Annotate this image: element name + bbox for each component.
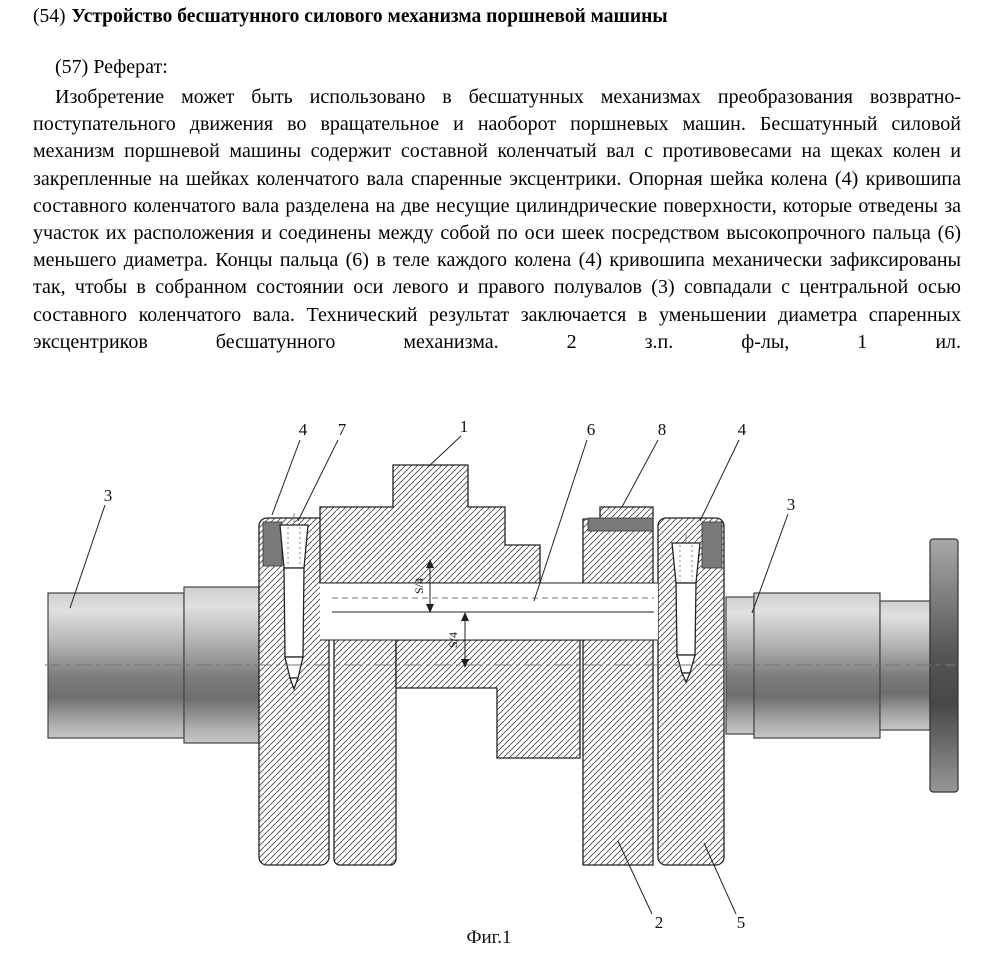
dimension-upper-label: S/4 bbox=[412, 578, 426, 594]
leader-3-right bbox=[751, 513, 789, 614]
dimension-lower: S/4 bbox=[446, 612, 469, 668]
abstract-heading: (57) Реферат: bbox=[55, 56, 168, 78]
eccentric-dark-side-right bbox=[701, 521, 723, 569]
reference-numerals: 4 7 1 6 8 4 3 3 2 5 bbox=[104, 417, 796, 932]
pin-right-head bbox=[671, 542, 701, 584]
dimension-lower-arrow-bottom bbox=[461, 659, 469, 668]
taper-pin-right bbox=[671, 533, 701, 687]
figure-caption: Фиг.1 bbox=[466, 927, 511, 948]
leader-lines bbox=[69, 435, 789, 915]
abstract-body-text: Изобретение может быть использовано в бе… bbox=[33, 86, 961, 353]
dimension-upper-arrow-bottom bbox=[426, 604, 434, 613]
ref-label-3-right: 3 bbox=[787, 495, 796, 514]
pin-left-head-hidden-lines bbox=[287, 527, 301, 565]
leader-4-right bbox=[699, 439, 740, 522]
inid-code-54: (54) bbox=[33, 6, 66, 27]
leader-3-left bbox=[69, 504, 106, 609]
eccentric-dark-cap-right bbox=[587, 517, 654, 532]
ref-label-2: 2 bbox=[655, 913, 664, 932]
leader-4-left bbox=[271, 439, 301, 516]
pin-left-tip bbox=[289, 677, 299, 691]
ref-label-4-right: 4 bbox=[738, 420, 747, 439]
ref-label-1: 1 bbox=[460, 417, 469, 436]
eccentric-dark-side-left bbox=[262, 521, 283, 567]
ref-label-3-left: 3 bbox=[104, 486, 113, 505]
ref-label-6: 6 bbox=[587, 420, 596, 439]
pin-left-shaft bbox=[283, 567, 305, 658]
ref-label-4-left: 4 bbox=[299, 420, 308, 439]
pin-left-head bbox=[279, 524, 309, 569]
dimension-lower-label: S/4 bbox=[446, 632, 460, 648]
invention-title: Устройство бесшатунного силового механиз… bbox=[71, 6, 668, 27]
figure-1-drawing: S/4 S/4 bbox=[45, 417, 959, 948]
taper-pin-left bbox=[279, 513, 309, 695]
figure-1: S/4 S/4 bbox=[0, 415, 993, 954]
dimension-upper: S/4 bbox=[412, 559, 434, 613]
pin-right-tip bbox=[680, 672, 692, 684]
dimension-upper-arrow-top bbox=[426, 559, 434, 568]
leader-1 bbox=[427, 435, 462, 468]
pin-right-head-hidden-lines bbox=[679, 545, 693, 581]
leader-2 bbox=[617, 840, 653, 915]
central-body-upper bbox=[319, 464, 541, 584]
crank-web-right-inner bbox=[582, 506, 654, 866]
journal-band bbox=[320, 582, 658, 641]
patent-title-line: (54)Устройство бесшатунного силового мех… bbox=[33, 6, 668, 28]
leader-5 bbox=[703, 842, 737, 915]
crank-web-right-outer bbox=[657, 517, 725, 866]
leader-8 bbox=[621, 439, 659, 508]
ref-label-7: 7 bbox=[338, 420, 347, 439]
dimension-lower-arrow-top bbox=[461, 612, 469, 621]
central-body-lower bbox=[395, 639, 581, 759]
ref-label-5: 5 bbox=[737, 913, 746, 932]
leader-6 bbox=[533, 439, 588, 602]
leader-7 bbox=[297, 439, 339, 522]
ref-label-8: 8 bbox=[658, 420, 667, 439]
pin-right-shaft bbox=[675, 582, 697, 656]
